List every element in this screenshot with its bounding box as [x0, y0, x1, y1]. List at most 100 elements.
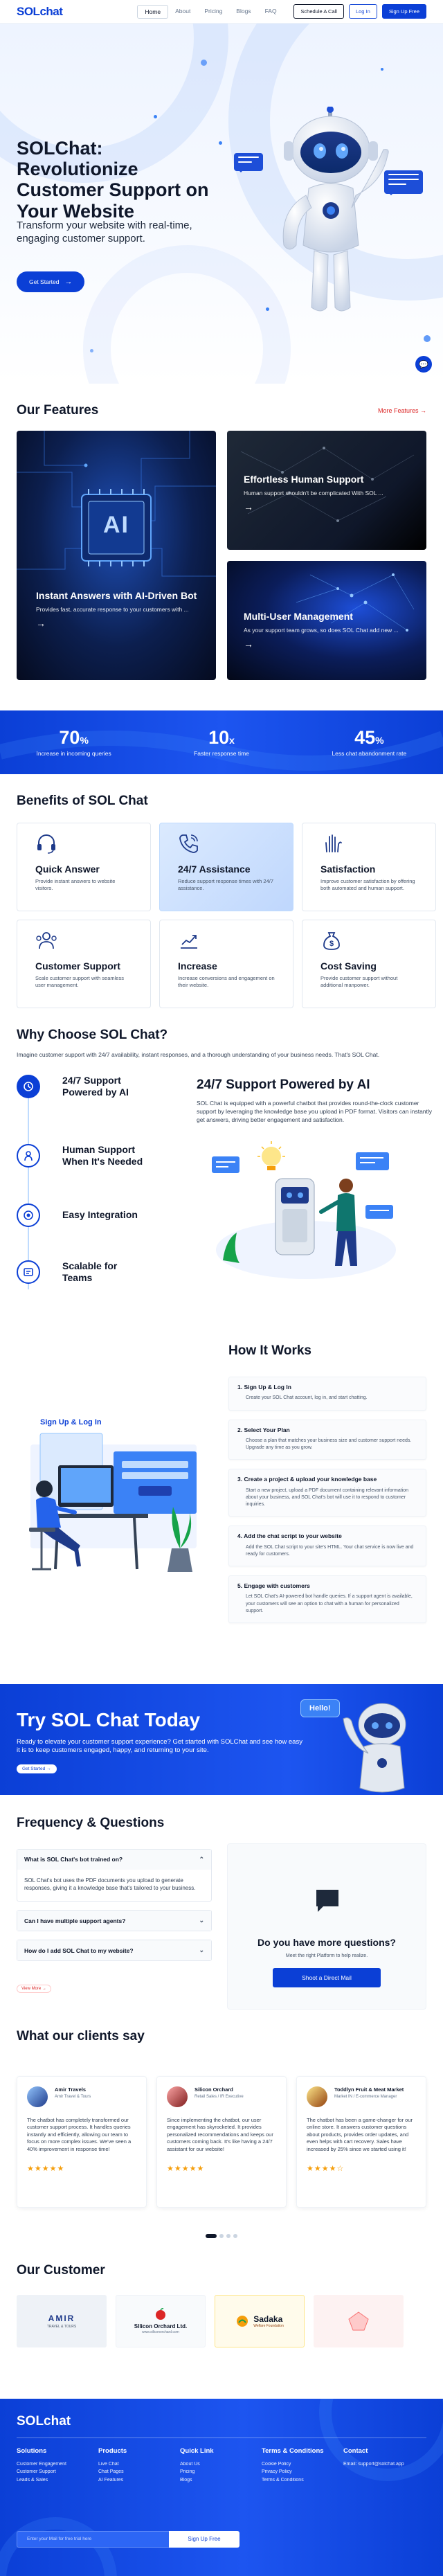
- stat-value: 70: [59, 726, 80, 748]
- testimonial-text: The chatbot has completely transformed o…: [27, 2116, 132, 2152]
- faq-question[interactable]: How do I add SOL Chat to my website?⌄: [17, 1940, 211, 1961]
- footer-col-title: Contact: [343, 2447, 368, 2455]
- footer-link[interactable]: About Us: [180, 2461, 200, 2467]
- footer-link[interactable]: Blogs: [180, 2477, 192, 2483]
- benefit-title: Quick Answer: [35, 864, 100, 875]
- trial-email-input[interactable]: [17, 2530, 169, 2548]
- signup-button[interactable]: Sign Up Free: [381, 4, 426, 19]
- footer-link[interactable]: AI Features: [98, 2477, 124, 2483]
- chat-icon: [316, 1889, 338, 1912]
- footer-col-title: Solutions: [17, 2447, 47, 2455]
- chat-bubble-icon: [234, 153, 263, 172]
- why-tab-label: Easy Integration: [62, 1209, 138, 1221]
- footer-link[interactable]: Pricing: [180, 2469, 195, 2475]
- login-button[interactable]: Log In: [348, 4, 377, 19]
- footer-link[interactable]: Live Chat: [98, 2461, 119, 2467]
- why-detail-text: SOL Chat is equipped with a powerful cha…: [197, 1099, 433, 1123]
- stat-unit: %: [375, 734, 384, 746]
- clock-icon: [17, 1074, 40, 1098]
- arrow-right-icon: →: [36, 617, 46, 629]
- feature-desc: Human support shouldn't be complicated W…: [244, 489, 383, 497]
- footer-link[interactable]: Chat Pages: [98, 2469, 124, 2475]
- step-desc: Start a new project, upload a PDF docume…: [246, 1487, 409, 1507]
- nav-blogs[interactable]: Blogs: [236, 7, 251, 15]
- footer-link[interactable]: Privacy Policy: [262, 2469, 292, 2475]
- faq-question[interactable]: Can I have multiple support agents? ⌄: [17, 1911, 211, 1931]
- client-role: Retail Sales / IR Executive: [195, 2095, 244, 2100]
- footer-link[interactable]: Leads & Sales: [17, 2477, 48, 2483]
- customer-logo: AMIR TRAVEL & TOURS: [17, 2294, 107, 2347]
- carousel-pager: [17, 2233, 426, 2238]
- benefits-grid: Quick Answer Provide instant answers to …: [17, 823, 436, 1008]
- footer-signup-button[interactable]: Sign Up Free: [169, 2530, 239, 2548]
- why-tab-integration[interactable]: Easy Integration: [17, 1203, 145, 1227]
- client-role: Market IN / E-commerce Manager: [334, 2095, 397, 2100]
- why-tab-human[interactable]: Human Support When It's Needed: [17, 1143, 145, 1168]
- get-started-button[interactable]: Get Started→: [17, 271, 85, 292]
- arrow-right-icon: →: [420, 407, 426, 414]
- pager-dot[interactable]: [219, 2233, 224, 2238]
- schedule-call-button[interactable]: Schedule A Call: [293, 4, 344, 19]
- benefit-title: Customer Support: [35, 960, 120, 972]
- money-bag-icon: $: [323, 932, 340, 950]
- feature-card[interactable]: Multi-User Management As your support te…: [227, 561, 426, 680]
- promo-get-started-button[interactable]: Get Started →: [17, 1764, 57, 1773]
- why-tab-ai[interactable]: 24/7 Support Powered by AI: [17, 1074, 145, 1098]
- footer-link[interactable]: Cookie Policy: [262, 2461, 291, 2467]
- stat-item: 45% Less chat abandonment rate: [317, 727, 421, 758]
- why-detail: 24/7 Support Powered by AI SOL Chat is e…: [197, 1077, 435, 1285]
- direct-mail-button[interactable]: Shoot a Direct Mail: [273, 1967, 381, 1987]
- feature-desc: Provides fast, accurate response to your…: [36, 605, 189, 613]
- footer-link[interactable]: Customer Support: [17, 2469, 56, 2475]
- more-features-label: More Features: [377, 407, 419, 414]
- pager-dot[interactable]: [233, 2233, 237, 2238]
- contact-card-title: Do you have more questions?: [257, 1936, 396, 1948]
- chevron-down-icon: ⌄: [199, 1917, 204, 1924]
- pager-dot-active[interactable]: [206, 2233, 217, 2238]
- why-detail-title: 24/7 Support Powered by AI: [197, 1077, 370, 1092]
- faq-question-text: How do I add SOL Chat to my website?: [24, 1947, 134, 1954]
- faq-question[interactable]: What is SOL Chat's bot trained on?⌃: [17, 1849, 211, 1870]
- view-more-link[interactable]: View More →: [17, 1984, 51, 1993]
- footer-col: Quick Link About Us Pricing Blogs: [180, 2447, 262, 2485]
- nav-about[interactable]: About: [175, 7, 191, 15]
- contact-card: Do you have more questions? Meet the rig…: [227, 1843, 426, 2010]
- feature-title: Multi-User Management: [244, 611, 353, 622]
- step-title: 4. Add the chat script to your website: [237, 1532, 342, 1540]
- footer-col: Products Live Chat Chat Pages AI Feature…: [98, 2447, 180, 2485]
- faq-question-text: Can I have multiple support agents?: [24, 1917, 126, 1924]
- footer-email-link[interactable]: Email: support@solchat.app: [343, 2461, 404, 2467]
- footer-link[interactable]: Terms & Conditions: [262, 2477, 304, 2483]
- pager-dot[interactable]: [226, 2233, 230, 2238]
- more-features-link[interactable]: More Features →: [378, 407, 426, 414]
- client-name: Silicon Orchard: [195, 2086, 233, 2093]
- hand-icon: [325, 834, 342, 852]
- logo[interactable]: SOLchat: [17, 4, 63, 18]
- benefit-title: 24/7 Assistance: [178, 864, 251, 875]
- testimonial-text: Since implementing the chatbot, our user…: [167, 2116, 273, 2152]
- chat-widget-icon[interactable]: 💬: [415, 356, 432, 373]
- stat-value: 10: [208, 726, 230, 748]
- why-tab-label: 24/7 Support Powered by AI: [62, 1075, 129, 1098]
- decor-dot: [201, 60, 207, 66]
- step-title: 3. Create a project & upload your knowle…: [237, 1476, 377, 1483]
- nav-home[interactable]: Home: [137, 4, 169, 19]
- hello-bubble: Hello!: [300, 1699, 340, 1717]
- avatar: [167, 2086, 188, 2107]
- testimonial-text: The chatbot has been a game-changer for …: [307, 2116, 413, 2152]
- customer-logo-name: SIlicon Orchard Ltd.: [134, 2323, 188, 2330]
- nav-pricing[interactable]: Pricing: [204, 7, 223, 15]
- header-actions: Schedule A Call Log In Sign Up Free: [293, 4, 426, 19]
- stat-value: 45: [354, 726, 376, 748]
- feature-card[interactable]: Effortless Human Support Human support s…: [227, 431, 426, 550]
- footer-logo[interactable]: SOLchat: [17, 2413, 71, 2429]
- why-tab-teams[interactable]: Scalable for Teams: [17, 1260, 145, 1284]
- nav-faq[interactable]: FAQ: [264, 7, 277, 15]
- feature-card[interactable]: AI Instant Answers with AI-Driven Bot Pr…: [17, 431, 216, 680]
- footer-link[interactable]: Customer Engagement: [17, 2461, 66, 2467]
- customer-logo-sub: Welfare Foundation: [253, 2323, 284, 2328]
- faq-item: Can I have multiple support agents? ⌄: [17, 1910, 212, 1932]
- features-section: Our Features More Features → AI Instant …: [0, 403, 443, 680]
